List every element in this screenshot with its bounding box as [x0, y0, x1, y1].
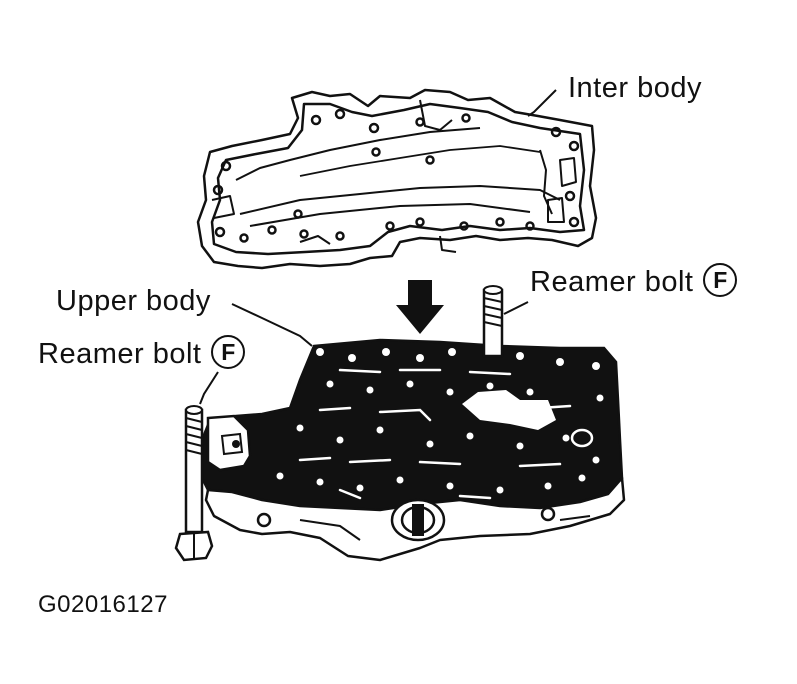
- reamer-bolt-left-text: Reamer bolt: [38, 338, 202, 370]
- inter-body-leader-line: [527, 89, 557, 117]
- assembly-direction-arrow: [396, 280, 444, 334]
- reamer-bolt-left-part: [174, 405, 214, 562]
- figure-code: G02016127: [38, 591, 168, 618]
- circled-f-symbol-left: F: [211, 335, 246, 370]
- upper-body-leader-line: [231, 303, 313, 347]
- reamer-bolt-left-leader-line: [199, 371, 219, 405]
- upper-body-part: [196, 338, 626, 562]
- reamer-bolt-right-label: Reamer bolt F: [530, 263, 738, 300]
- reamer-bolt-left-label: Reamer bolt F: [38, 335, 246, 372]
- inter-body-part: [196, 88, 598, 270]
- reamer-bolt-right-text: Reamer bolt: [530, 266, 694, 298]
- reamer-bolt-right-leader-line: [503, 301, 529, 315]
- circled-f-symbol-right: F: [703, 263, 738, 298]
- reamer-bolt-right-part: [482, 285, 504, 358]
- upper-body-label: Upper body: [56, 285, 211, 317]
- inter-body-label: Inter body: [568, 72, 702, 104]
